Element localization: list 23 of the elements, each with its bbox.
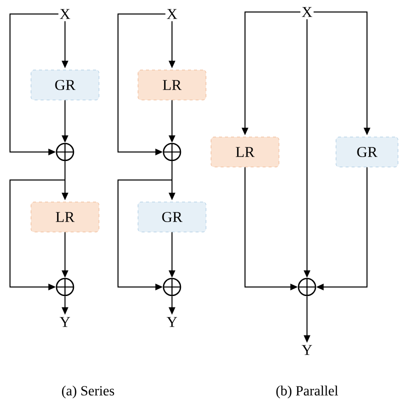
arrow xyxy=(118,14,166,156)
sum-symbol xyxy=(162,278,182,296)
sum-symbol xyxy=(56,278,74,296)
caption: (a) Series xyxy=(62,386,114,398)
process-box: LR xyxy=(30,202,100,232)
arrow xyxy=(118,160,172,290)
sum-symbol xyxy=(56,142,74,162)
variable-label: Y xyxy=(302,345,312,355)
variable-label: Y xyxy=(60,317,70,327)
process-box: GR xyxy=(30,70,100,100)
sum-symbol xyxy=(162,142,182,162)
sum-symbol xyxy=(298,278,316,296)
arrow xyxy=(10,160,66,290)
process-box: LR xyxy=(138,70,206,100)
variable-label: X xyxy=(302,7,312,17)
variable-label: Y xyxy=(166,317,178,327)
variable-label: X xyxy=(166,9,178,19)
arrow xyxy=(10,14,59,156)
process-box: GR xyxy=(138,202,206,232)
process-box: GR xyxy=(336,136,398,168)
variable-label: X xyxy=(60,9,70,19)
process-box: LR xyxy=(210,136,280,168)
caption: (b) Parallel xyxy=(276,386,338,398)
